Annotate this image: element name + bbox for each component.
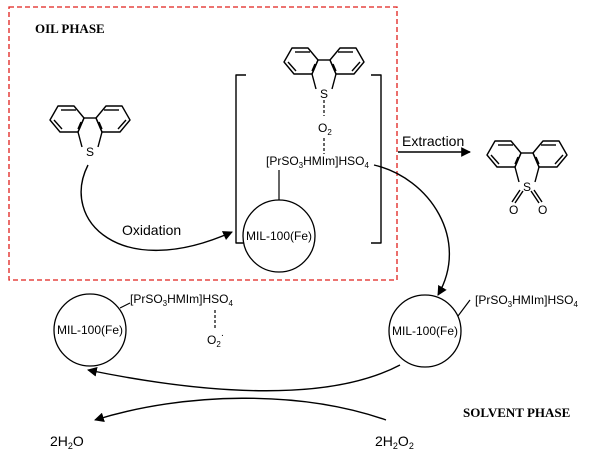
regeneration-arrow <box>373 164 450 296</box>
bound-oxygen-label: O2 <box>318 121 332 137</box>
mil-100-label-left: MIL-100(Fe) <box>57 323 123 337</box>
oxo-right-label: O <box>538 203 547 217</box>
ionic-liquid-label-right: [PrSO3HMIm]HSO4 <box>475 293 578 309</box>
il-tether-left <box>119 302 131 309</box>
dibenzothiophene-reactant: S <box>49 105 131 159</box>
oxo-left-label: O <box>509 203 518 217</box>
water-label: 2H2O <box>50 433 84 451</box>
oil-phase-label: OIL PHASE <box>35 21 105 36</box>
superoxide-radical-label: O2· <box>207 330 224 349</box>
mil-100-particle-top <box>242 199 316 273</box>
ionic-liquid-label-left: [PrSO3HMIm]HSO4 <box>130 292 233 308</box>
sulfur-atom-label: S <box>523 180 531 194</box>
peroxide-consumption-arrow <box>94 397 387 423</box>
mil-100-particle-right <box>388 294 462 368</box>
left-bracket <box>235 74 246 244</box>
hydrogen-peroxide-label: 2H2O2 <box>375 433 414 451</box>
mil-100-particle-left <box>53 293 127 367</box>
oxidation-arrow <box>80 164 233 251</box>
ionic-liquid-label-top: [PrSO3HMIm]HSO4 <box>266 154 369 170</box>
right-bracket <box>371 74 382 244</box>
oxidation-label: Oxidation <box>122 222 181 238</box>
mil-100-label-right: MIL-100(Fe) <box>392 324 458 338</box>
solvent-phase-label: SOLVENT PHASE <box>463 405 570 420</box>
dibenzothiophene-sulfone-product: S O O <box>486 140 568 217</box>
sulfur-atom-label: S <box>320 87 328 101</box>
extraction-label: Extraction <box>402 133 464 149</box>
il-tether-right <box>457 299 471 317</box>
mil-100-label-top: MIL-100(Fe) <box>246 229 312 243</box>
dibenzothiophene-intermediate: S <box>283 47 365 101</box>
sulfur-atom-label: S <box>86 145 94 159</box>
oil-phase-boundary <box>8 6 398 281</box>
cycle-return-arrow <box>87 364 401 392</box>
